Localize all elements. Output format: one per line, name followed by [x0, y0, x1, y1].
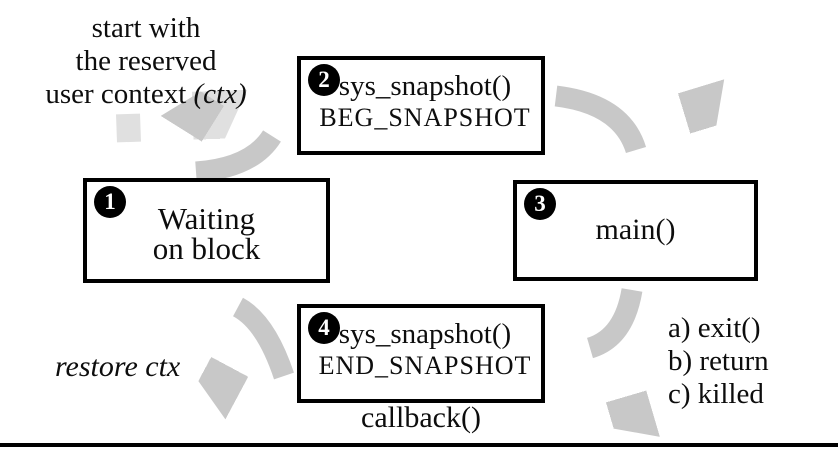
state-box-waiting-on-block: 1 Waiting on block	[83, 178, 330, 283]
restore-ctx-note: restore ctx	[55, 350, 181, 383]
arrow-box4-to-box1	[238, 297, 294, 376]
exit-option-c: c) killed	[668, 378, 764, 410]
start-note-line2: the reserved	[75, 45, 217, 77]
bottom-divider	[0, 443, 838, 447]
state-box-main: 3 main()	[513, 180, 758, 281]
ctx-italic: (ctx)	[193, 78, 247, 110]
beg-snapshot-label: sys_snapshot() BEG_SNAPSHOT	[319, 70, 531, 133]
start-note-line3: user context (ctx)	[45, 78, 247, 110]
step-badge-4: 4	[308, 312, 340, 344]
step-badge-3: 3	[524, 188, 556, 220]
callback-label: callback()	[361, 401, 481, 434]
start-note-line1: start with	[91, 12, 201, 44]
exit-option-b: b) return	[668, 345, 769, 377]
step-badge-2: 2	[308, 64, 340, 96]
step-badge-1: 1	[94, 186, 126, 218]
exit-option-a: a) exit()	[668, 312, 761, 344]
arrow-start-to-box1	[116, 114, 129, 143]
state-box-beg-snapshot: 2 sys_snapshot() BEG_SNAPSHOT	[297, 56, 545, 155]
main-label: main()	[595, 213, 676, 246]
exit-options-note: a) exit() b) return c) killed	[668, 312, 769, 411]
waiting-on-block-label: Waiting on block	[152, 201, 261, 266]
start-context-note: start with the reserved user context (ct…	[10, 12, 282, 111]
state-box-end-snapshot: 4 sys_snapshot() END_SNAPSHOT	[297, 304, 545, 403]
arrow-box1-to-box2	[196, 136, 281, 183]
arrow-box3-to-box4	[586, 287, 632, 348]
arrow-box2-to-box3	[554, 96, 636, 154]
end-snapshot-label: sys_snapshot() END_SNAPSHOT	[318, 318, 532, 381]
